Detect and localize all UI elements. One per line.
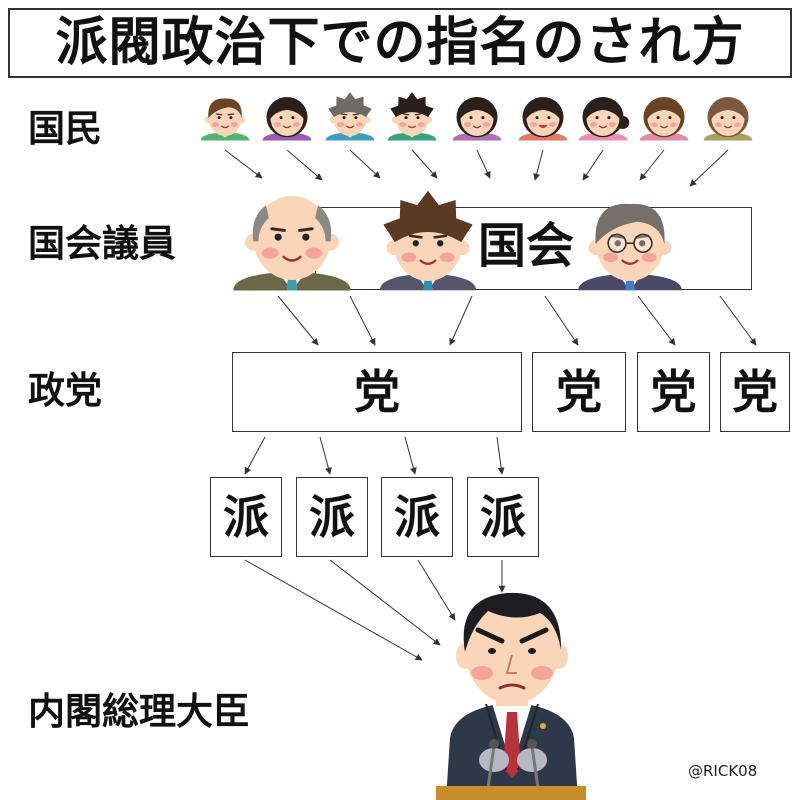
prime-minister-icon (436, 592, 586, 800)
arrow-citizen-to-member (224, 149, 263, 179)
faction-box: 派 (381, 477, 453, 557)
faction-label: 派 (223, 490, 269, 544)
arrow-party-to-faction (404, 436, 417, 475)
party-label: 党 (650, 365, 697, 419)
party-label: 党 (354, 365, 400, 419)
citizen-woman-icon (639, 96, 689, 141)
arrow-citizen-to-member (582, 149, 604, 181)
citizen-man-icon (200, 98, 250, 141)
party-label: 党 (732, 365, 778, 419)
politician-spiky-hair-icon (379, 190, 477, 291)
politician-glasses-icon (578, 203, 682, 291)
row-label-members: 国会議員 (28, 222, 176, 265)
citizen-man-icon (387, 92, 437, 141)
citizen-elder-icon (703, 96, 753, 141)
row-label-prime-minister: 内閣総理大臣 (28, 690, 250, 733)
party-label: 党 (556, 365, 602, 419)
congress-label: 国会 (478, 218, 575, 274)
arrow-member-to-party (349, 295, 376, 346)
hand-icon (479, 748, 509, 772)
arrow-citizen-to-member (476, 149, 491, 179)
page-title: 派閥政治下での指名のされ方 (55, 13, 745, 73)
party-box: 党 (532, 352, 626, 432)
faction-label: 派 (480, 490, 526, 544)
arrow-member-to-party (544, 295, 579, 346)
citizen-man-icon (325, 92, 375, 141)
arrow-faction-to-pm (329, 559, 441, 646)
arrow-citizen-to-member (533, 149, 544, 181)
faction-box: 派 (467, 477, 539, 557)
microphone-icon (527, 739, 540, 789)
citizen-woman-icon (452, 96, 502, 141)
microphone-icon (486, 739, 499, 789)
arrow-member-to-party (277, 295, 319, 346)
citizen-woman-icon (578, 96, 630, 141)
arrow-citizen-to-member (639, 149, 665, 181)
arrow-citizen-to-member (411, 149, 438, 179)
title-box: 派閥政治下での指名のされ方 (8, 8, 792, 78)
arrow-party-to-faction (496, 436, 505, 475)
arrow-citizen-to-member (689, 149, 729, 187)
arrow-faction-to-pm (417, 559, 456, 621)
faction-box: 派 (210, 477, 282, 557)
party-box: 党 (637, 352, 710, 432)
politician-bald-icon (233, 196, 351, 291)
faction-box: 派 (296, 477, 368, 557)
faction-label: 派 (394, 490, 440, 544)
row-label-parties: 政党 (28, 369, 102, 412)
arrow-party-to-faction (319, 436, 332, 475)
arrow-citizen-to-member (349, 149, 381, 179)
podium (436, 786, 586, 800)
faction-label: 派 (309, 490, 355, 544)
arrow-member-to-party (637, 295, 676, 346)
arrow-member-to-party (719, 295, 757, 346)
citizen-woman-icon (518, 96, 568, 141)
hand-icon (517, 748, 547, 772)
citizen-woman-icon (262, 96, 312, 141)
arrow-faction-to-pm (244, 559, 423, 661)
arrow-member-to-party (449, 295, 473, 346)
arrow-party-to-faction (244, 436, 266, 475)
credit-handle: @RICK08 (688, 762, 758, 780)
row-label-citizens: 国民 (28, 107, 102, 150)
party-box: 党 (720, 352, 790, 432)
lapel-pin-icon (540, 723, 546, 729)
party-box-main: 党 (232, 352, 522, 432)
arrow-citizen-to-member (286, 149, 323, 181)
